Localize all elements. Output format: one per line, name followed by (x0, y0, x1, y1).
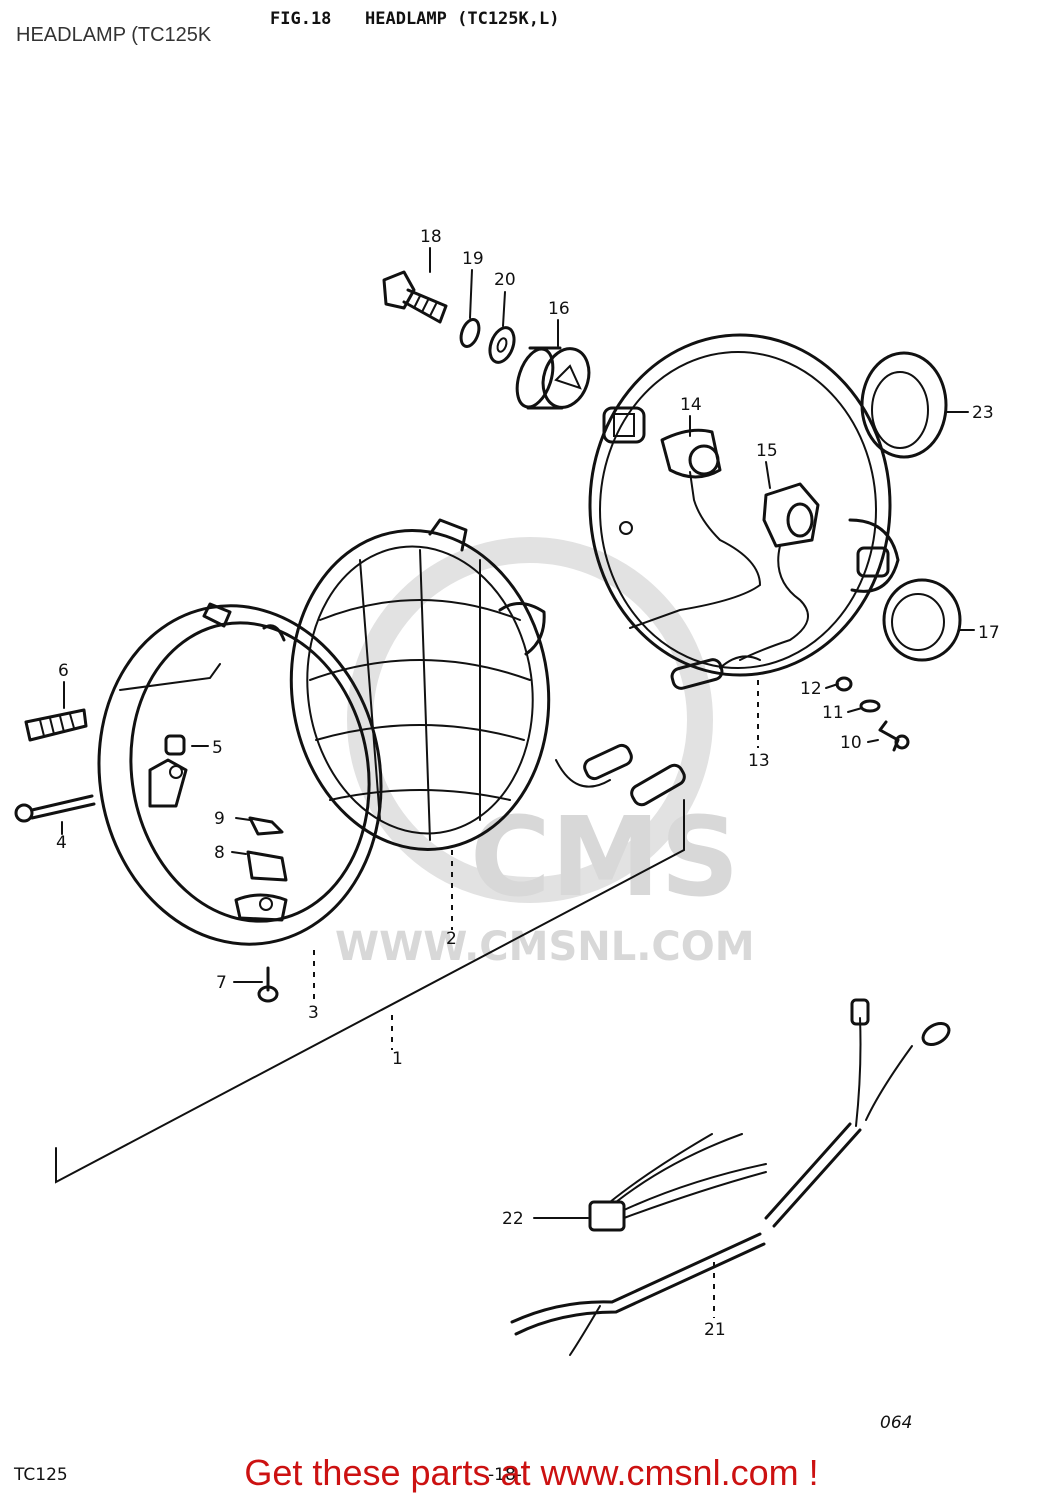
part-label-11: 11 (822, 703, 844, 723)
part-label-22: 22 (502, 1209, 524, 1229)
page-code: 064 (880, 1413, 912, 1433)
figure-number: FIG.18 (270, 9, 331, 29)
part-label-16: 16 (548, 299, 570, 319)
cms-watermark: CMS WWW.CMSNL.COM (335, 537, 755, 970)
part-label-17: 17 (978, 623, 1000, 643)
washer-part-20 (488, 326, 516, 364)
wire-coupler-part-22 (588, 1133, 767, 1232)
part-label-13: 13 (748, 751, 770, 771)
socket-part-14 (629, 428, 762, 629)
part-label-5: 5 (212, 738, 223, 758)
part-label-7: 7 (216, 973, 227, 993)
rubber-ring-part-23 (860, 351, 948, 459)
svg-text:CMS: CMS (470, 793, 739, 921)
washer-part-11 (859, 699, 881, 713)
clip-part-8 (246, 850, 288, 882)
part-label-9: 9 (214, 809, 225, 829)
svg-text:WWW.CMSNL.COM: WWW.CMSNL.COM (335, 924, 755, 970)
socket-part-15 (739, 482, 820, 661)
part-label-3: 3 (308, 1003, 319, 1023)
screw-part-4 (14, 794, 96, 823)
page-title: HEADLAMP (TC125K (16, 24, 212, 47)
spring-part-9 (248, 816, 284, 836)
part-labels: 1 2 3 4 5 6 7 8 9 10 11 12 13 14 15 16 1… (56, 227, 1000, 1340)
part-label-14: 14 (680, 395, 702, 415)
rubber-ring-part-17 (882, 578, 962, 662)
part-label-4: 4 (56, 833, 67, 853)
wiring-harness-part-21 (510, 998, 951, 1356)
part-label-8: 8 (214, 843, 225, 863)
assembly-bracket (55, 799, 685, 1184)
headlamp-housing-part-13 (588, 333, 900, 677)
nut-part-12 (835, 676, 853, 692)
adjusting-screw-part-6 (24, 708, 88, 742)
model-code: TC125 (13, 1465, 68, 1485)
part-label-10: 10 (840, 733, 862, 753)
part-label-15: 15 (756, 441, 778, 461)
screw-part-7 (257, 966, 279, 1003)
part-label-21: 21 (704, 1320, 726, 1340)
part-label-20: 20 (494, 270, 516, 290)
part-label-1: 1 (392, 1049, 403, 1069)
leader-lines (61, 247, 975, 1318)
washer-part-19 (459, 318, 481, 348)
part-label-6: 6 (58, 661, 69, 681)
headlamp-rim-part-3 (97, 602, 383, 946)
part-label-23: 23 (972, 403, 994, 423)
figure-title: HEADLAMP (TC125K,L) (365, 9, 559, 29)
page-number: -18- (488, 1465, 522, 1485)
part-label-12: 12 (800, 679, 822, 699)
nut-part-5 (164, 734, 186, 756)
part-label-2: 2 (446, 929, 457, 949)
grommet-part-16 (515, 346, 591, 410)
part-label-19: 19 (462, 249, 484, 269)
promo-link[interactable]: Get these parts at www.cmsnl.com ! (244, 1452, 819, 1493)
screw-part-10 (878, 720, 910, 752)
part-label-18: 18 (420, 227, 442, 247)
wire-connector (670, 655, 761, 690)
sealed-beam-unit-part-2 (289, 518, 686, 851)
bolt-part-18 (382, 270, 448, 324)
